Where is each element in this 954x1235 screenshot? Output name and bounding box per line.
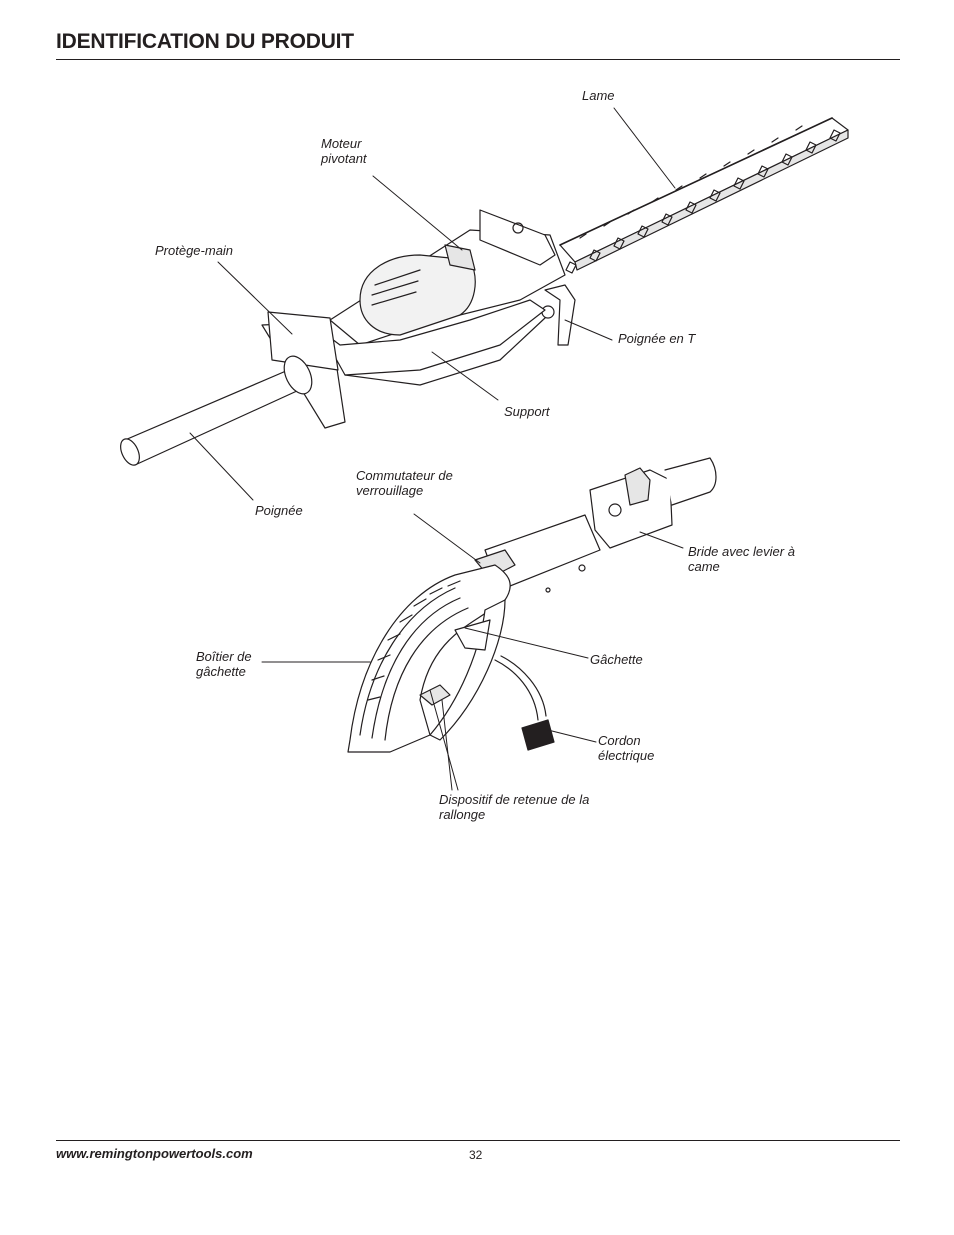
t-handle-drawing [541,284,576,346]
label-commutateur: Commutateur de verrouillage [356,468,453,498]
label-boitier-line2: gâchette [196,664,246,679]
leader-lines [189,107,684,791]
label-moteur-pivotant: Moteur pivotant [321,136,367,166]
label-support: Support [504,404,550,419]
label-dispositif-line2: rallonge [439,807,486,822]
trigger-drawing [454,619,491,651]
page-title: IDENTIFICATION DU PRODUIT [56,30,354,53]
handle-tube-drawing [120,355,313,466]
trigger-housing-drawing [347,564,511,753]
cam-clamp-drawing [589,457,717,549]
label-commutateur-line2: verrouillage [356,483,424,498]
label-protege-main: Protège-main [155,243,234,258]
label-cordon-line1: Cordon [598,733,641,748]
label-gachette: Gâchette [590,652,643,667]
label-bride-line2: came [688,559,720,574]
page-number: 32 [469,1148,483,1162]
footer-url[interactable]: www.remingtonpowertools.com [56,1146,253,1161]
pivot-motor-drawing [329,209,566,346]
label-cordon: Cordon électrique [598,733,654,763]
label-lame: Lame [582,88,615,103]
label-commutateur-line1: Commutateur de [356,468,453,483]
label-boitier-line1: Boîtier de [196,649,252,664]
label-bride-line1: Bride avec levier à [688,544,795,559]
label-bride: Bride avec levier à came [688,544,795,574]
footer-rule [56,1140,900,1141]
label-poignee-t: Poignée en T [618,331,696,346]
label-dispositif-line1: Dispositif de retenue de la [439,792,590,807]
header-rule [56,59,900,60]
label-poignee: Poignée [255,503,303,518]
label-dispositif: Dispositif de retenue de la rallonge [439,792,589,822]
label-moteur-line1: Moteur [321,136,362,151]
label-cordon-line2: électrique [598,748,655,763]
blade-drawing [559,117,849,274]
power-cord-drawing [494,655,555,751]
label-moteur-line2: pivotant [321,151,367,166]
label-boitier: Boîtier de gâchette [196,649,252,679]
